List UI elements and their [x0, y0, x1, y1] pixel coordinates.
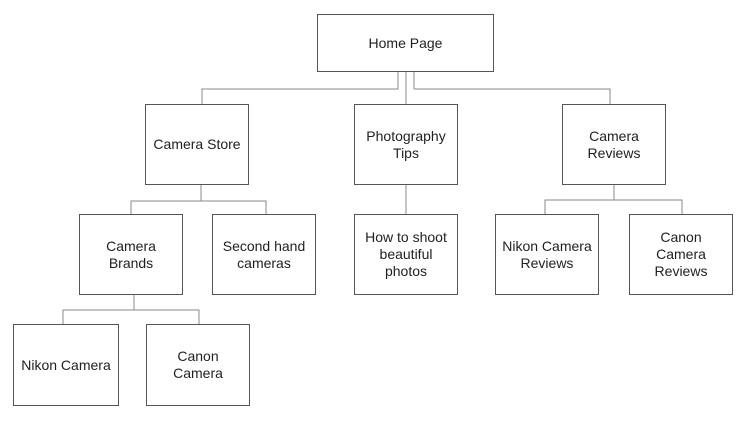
connector-store-to-brands — [130, 185, 202, 214]
node-camera-store: Camera Store — [145, 104, 249, 185]
connector-brands-to-canon — [133, 295, 200, 324]
node-how-to-shoot: How to shoot beautiful photos — [354, 214, 458, 295]
node-photography-tips-label: Photography Tips — [366, 127, 446, 161]
node-canon-camera: Canon Camera — [146, 324, 250, 406]
node-home-page-label: Home Page — [368, 34, 443, 51]
connector-home-to-camera-reviews — [413, 72, 611, 104]
node-nikon-camera-label: Nikon Camera — [21, 356, 111, 373]
node-canon-camera-label: Canon Camera — [173, 348, 223, 381]
connector-reviews-to-canon-reviews — [613, 185, 683, 214]
node-second-hand-cameras-label: Second hand cameras — [222, 237, 306, 271]
node-photography-tips: Photography Tips — [354, 104, 458, 185]
node-home-page: Home Page — [317, 14, 494, 72]
node-camera-reviews: Camera Reviews — [562, 104, 666, 185]
connector-reviews-to-nikon-reviews — [544, 185, 615, 214]
node-nikon-camera-reviews-label: Nikon Camera Reviews — [502, 237, 592, 271]
node-nikon-camera: Nikon Camera — [13, 324, 119, 406]
node-camera-store-label: Camera Store — [153, 136, 241, 152]
connector-brands-to-nikon — [62, 295, 135, 324]
node-camera-brands: Camera Brands — [79, 214, 183, 295]
node-camera-brands-label: Camera Brands — [106, 237, 156, 271]
node-second-hand-cameras: Second hand cameras — [212, 214, 316, 295]
node-canon-camera-reviews: Canon Camera Reviews — [629, 214, 733, 295]
connector-home-to-camera-store — [201, 72, 399, 104]
node-canon-camera-reviews-label: Canon Camera Reviews — [654, 229, 708, 279]
node-nikon-camera-reviews: Nikon Camera Reviews — [495, 214, 599, 295]
node-how-to-shoot-label: How to shoot beautiful photos — [365, 229, 447, 279]
node-camera-reviews-label: Camera Reviews — [587, 127, 641, 161]
connector-store-to-second-hand — [200, 185, 267, 214]
